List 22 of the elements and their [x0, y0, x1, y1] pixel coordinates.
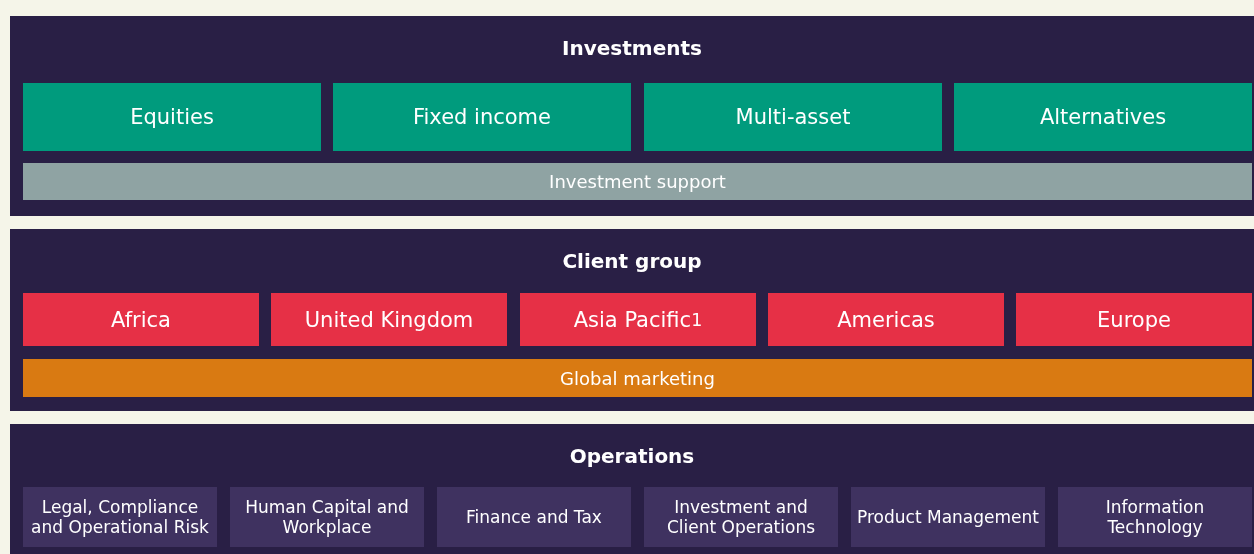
region-tile: Americas [768, 293, 1004, 346]
category-tile: Fixed income [333, 83, 631, 151]
category-tile: Equities [23, 83, 321, 151]
panel-title: Client group [561, 249, 703, 273]
panel-title: Investments [561, 36, 703, 60]
section-panel [10, 424, 1254, 554]
function-tile: Legal, Compliance and Operational Risk [23, 487, 217, 547]
region-tile: United Kingdom [271, 293, 507, 346]
support-bar: Global marketing [23, 359, 1252, 397]
function-tile: Human Capital and Workplace [230, 487, 424, 547]
function-tile: Information Technology [1058, 487, 1252, 547]
support-bar: Investment support [23, 163, 1252, 200]
function-tile: Product Management [851, 487, 1045, 547]
region-tile: Africa [23, 293, 259, 346]
section-panel [10, 229, 1254, 411]
section-panel [10, 16, 1254, 216]
category-tile: Alternatives [954, 83, 1252, 151]
region-tile: Europe [1016, 293, 1252, 346]
category-tile: Multi-asset [644, 83, 942, 151]
panel-title: Operations [568, 444, 696, 468]
function-tile: Finance and Tax [437, 487, 631, 547]
function-tile: Investment and Client Operations [644, 487, 838, 547]
